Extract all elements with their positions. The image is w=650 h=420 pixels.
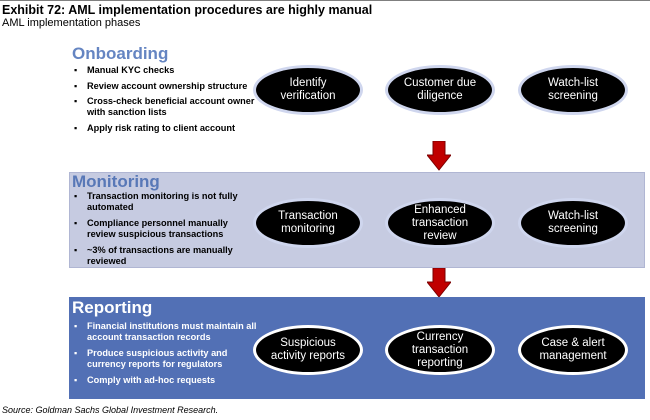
down-arrow-icon	[427, 141, 451, 171]
step-oval: Suspicious activity reports	[253, 325, 363, 375]
bullet-item: Produce suspicious activity and currency…	[73, 348, 258, 370]
onboarding-bullets: Manual KYC checks Review account ownersh…	[73, 65, 258, 138]
bullet-item: ~3% of transactions are manually reviewe…	[73, 245, 258, 267]
step-oval: Watch-list screening	[518, 198, 628, 248]
bullet-item: Review account ownership structure	[73, 81, 258, 92]
onboarding-panel: Onboarding Manual KYC checks Review acco…	[69, 42, 645, 139]
monitoring-bullets: Transaction monitoring is not fully auto…	[73, 191, 258, 272]
exhibit-subtitle: AML implementation phases	[2, 17, 141, 29]
reporting-bullets: Financial institutions must maintain all…	[73, 321, 258, 391]
bullet-item: Manual KYC checks	[73, 65, 258, 76]
top-rule	[0, 0, 650, 1]
step-oval: Currency transaction reporting	[385, 325, 495, 375]
step-oval: Transaction monitoring	[253, 198, 363, 248]
onboarding-title: Onboarding	[72, 44, 169, 63]
step-oval: Case & alert management	[518, 325, 628, 375]
bullet-item: Financial institutions must maintain all…	[73, 321, 258, 343]
monitoring-title: Monitoring	[72, 172, 160, 191]
step-oval: Identify verification	[253, 65, 363, 115]
bullet-item: Compliance personnel manually review sus…	[73, 218, 258, 240]
bullet-item: Transaction monitoring is not fully auto…	[73, 191, 258, 213]
step-oval: Customer due diligence	[385, 65, 495, 115]
bullet-item: Cross-check beneficial account owner wit…	[73, 96, 258, 118]
source-note: Source: Goldman Sachs Global Investment …	[2, 405, 219, 415]
bullet-item: Apply risk rating to client account	[73, 123, 258, 134]
down-arrow-icon	[427, 268, 451, 298]
step-oval: Watch-list screening	[518, 65, 628, 115]
exhibit-title: Exhibit 72: AML implementation procedure…	[2, 3, 373, 17]
monitoring-panel: Monitoring Transaction monitoring is not…	[69, 172, 645, 268]
reporting-panel: Reporting Financial institutions must ma…	[69, 297, 645, 399]
bullet-item: Comply with ad-hoc requests	[73, 375, 258, 386]
step-oval: Enhanced transaction review	[385, 198, 495, 248]
reporting-title: Reporting	[72, 298, 153, 317]
